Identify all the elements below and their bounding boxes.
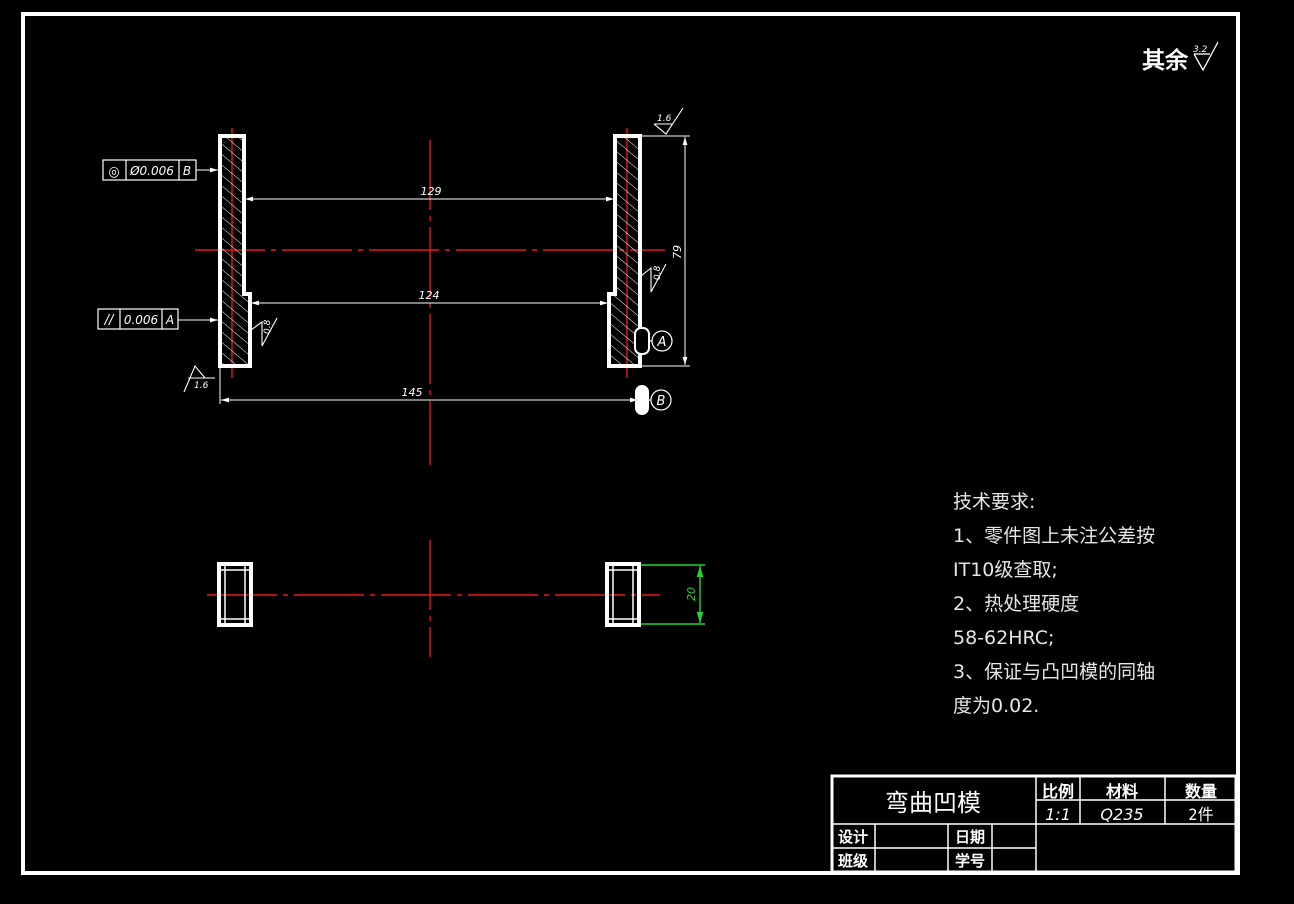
notes-line: 58-62HRC; (953, 627, 1054, 649)
tolerance-concentricity: ◎ Ø0.006 B (102, 159, 218, 181)
class-label: 班级 (838, 852, 869, 870)
rough-bottom-left-value: 1.6 (194, 381, 209, 391)
section-view: 129 124 145 79 1.6 1.6 0.8 (97, 107, 690, 465)
dim-79: 79 (671, 245, 684, 259)
general-roughness: 其余 3.2 (1142, 41, 1219, 74)
dim-145: 145 (402, 386, 423, 399)
quantity-value: 2件 (1188, 805, 1213, 824)
right-block (605, 562, 641, 627)
design-label: 设计 (838, 828, 868, 846)
general-roughness-label: 其余 (1142, 47, 1189, 74)
parallel-value: 0.006 (124, 313, 159, 327)
notes-line: 2、热处理硬度 (953, 593, 1079, 615)
concentricity-symbol-icon: ◎ (109, 164, 120, 180)
rough-top-right-value: 1.6 (657, 114, 672, 124)
left-block (217, 562, 253, 627)
roughness-inner-left: 0.8 (250, 317, 278, 347)
roughness-inner-right: 0.8 (640, 263, 667, 293)
notes-line: 1、零件图上未注公差按 (953, 525, 1155, 547)
drawing-frame (21, 12, 1240, 875)
notes-line: 度为0.02. (953, 695, 1039, 717)
notes-line: IT10级查取; (953, 559, 1058, 581)
tolerance-parallel: // 0.006 A (97, 308, 218, 330)
roughness-symbol-icon (1193, 41, 1219, 72)
parallel-datum: A (165, 313, 174, 327)
title-block: 弯曲凹模 比例 材料 数量 1:1 Q235 2件 设计 日期 班级 学号 (830, 774, 1238, 874)
parallel-symbol-icon: // (104, 313, 115, 328)
roughness-bottom-left: 1.6 (183, 364, 215, 393)
dim-124: 124 (419, 289, 440, 302)
technical-notes: 技术要求: 1、零件图上未注公差按 IT10级查取; 2、热处理硬度 58-62… (953, 491, 1155, 717)
quantity-label: 数量 (1185, 782, 1217, 801)
material-value: Q235 (1100, 805, 1143, 824)
notes-line: 3、保证与凸凹模的同轴 (953, 661, 1155, 683)
datum-a-label: A (657, 335, 667, 350)
rough-inner-right-value: 0.8 (653, 265, 663, 280)
scale-value: 1:1 (1045, 805, 1071, 824)
dim-20: 20 (685, 587, 698, 601)
datum-b-label: B (657, 394, 666, 409)
datum-b: B (635, 385, 672, 415)
concentricity-value: Ø0.006 (129, 164, 174, 178)
right-wall-outline (607, 134, 642, 368)
part-name: 弯曲凹模 (885, 789, 981, 817)
student-id-label: 学号 (955, 852, 985, 870)
datum-a: A (634, 327, 673, 355)
concentricity-datum: B (183, 164, 191, 178)
notes-title: 技术要求: (953, 491, 1035, 513)
top-view: 20 (207, 540, 705, 657)
roughness-top-right: 1.6 (653, 107, 684, 135)
material-label: 材料 (1106, 782, 1138, 801)
left-wall-outline (218, 134, 252, 368)
general-roughness-value: 3.2 (1193, 45, 1208, 55)
scale-label: 比例 (1042, 782, 1074, 801)
dim-129: 129 (421, 185, 442, 198)
rough-inner-left-value: 0.8 (263, 319, 273, 334)
date-label: 日期 (955, 828, 985, 846)
